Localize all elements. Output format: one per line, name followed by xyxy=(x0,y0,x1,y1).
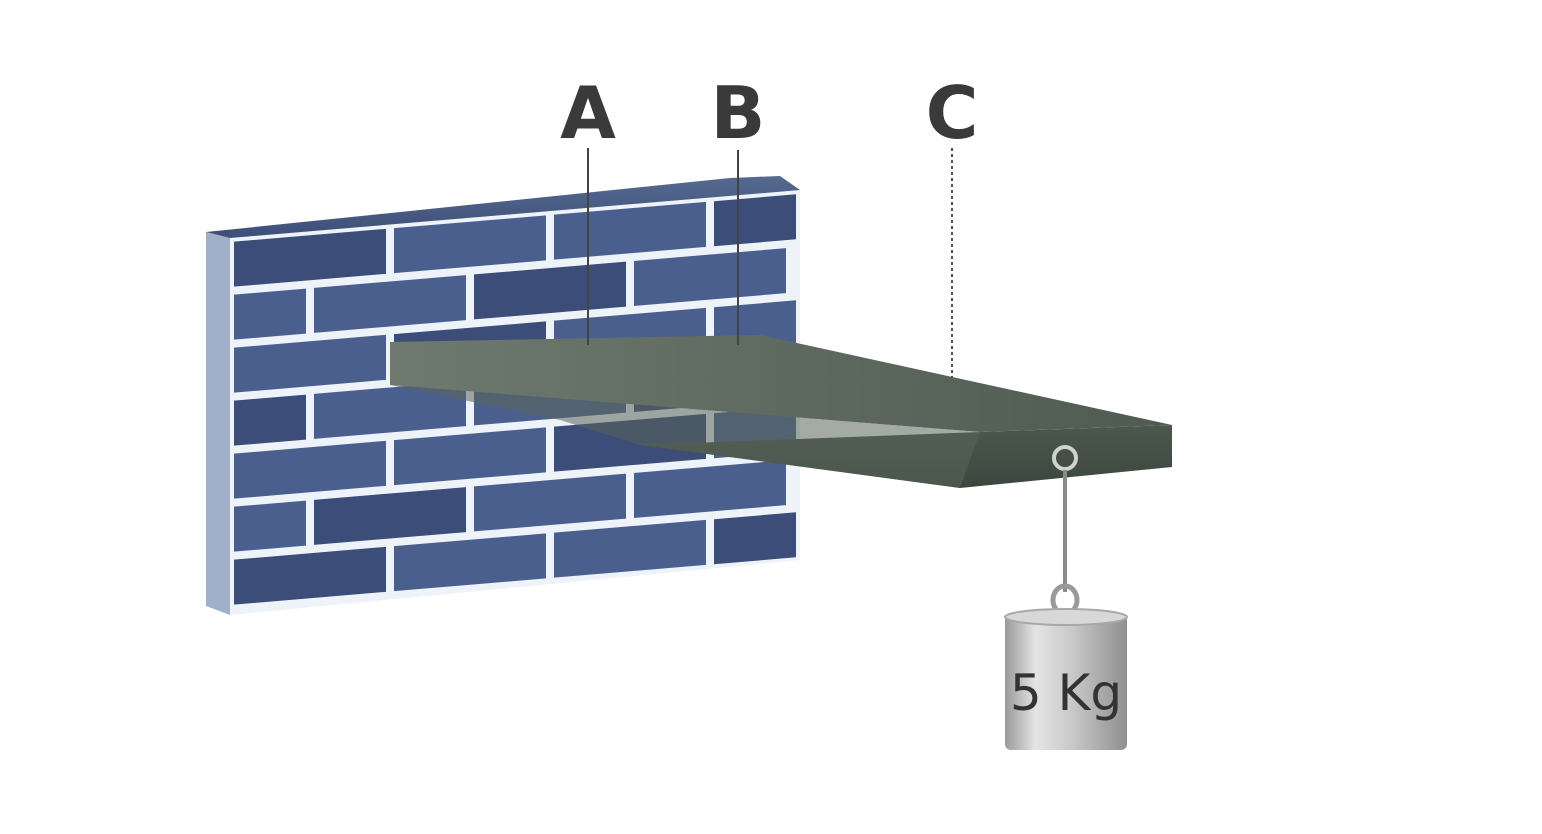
weight-body xyxy=(1005,615,1127,750)
brick xyxy=(474,473,626,532)
brick xyxy=(394,215,546,274)
beam-top-face xyxy=(390,335,1172,432)
brick xyxy=(234,546,386,605)
weight-top xyxy=(1004,608,1128,626)
wall-top xyxy=(206,176,800,238)
brick xyxy=(234,288,306,340)
brick xyxy=(234,500,306,552)
brick xyxy=(634,248,786,306)
brick xyxy=(314,275,466,333)
wall-side xyxy=(206,232,230,615)
hook-ring xyxy=(1052,445,1078,471)
brick xyxy=(554,201,706,260)
brick xyxy=(314,381,466,439)
brick xyxy=(314,487,466,545)
cantilever-beam xyxy=(390,335,1172,488)
brick xyxy=(714,194,796,247)
label-a: A xyxy=(560,71,616,155)
brick xyxy=(234,334,386,393)
brick xyxy=(394,427,546,486)
brick xyxy=(234,440,386,499)
label-c: C xyxy=(926,71,979,155)
weight-label: 5 Kg xyxy=(1010,664,1122,722)
bricks xyxy=(234,194,796,605)
brick xyxy=(714,512,796,565)
brick xyxy=(234,228,386,287)
beam-under-shadow xyxy=(390,385,980,488)
point-labels: A B C xyxy=(560,71,978,378)
brick-wall xyxy=(206,176,800,615)
brick xyxy=(554,519,706,578)
brick xyxy=(394,533,546,592)
brick xyxy=(234,394,306,446)
hanging-weight: 5 Kg xyxy=(1004,470,1128,750)
brick xyxy=(634,460,786,518)
label-b: B xyxy=(711,71,766,155)
